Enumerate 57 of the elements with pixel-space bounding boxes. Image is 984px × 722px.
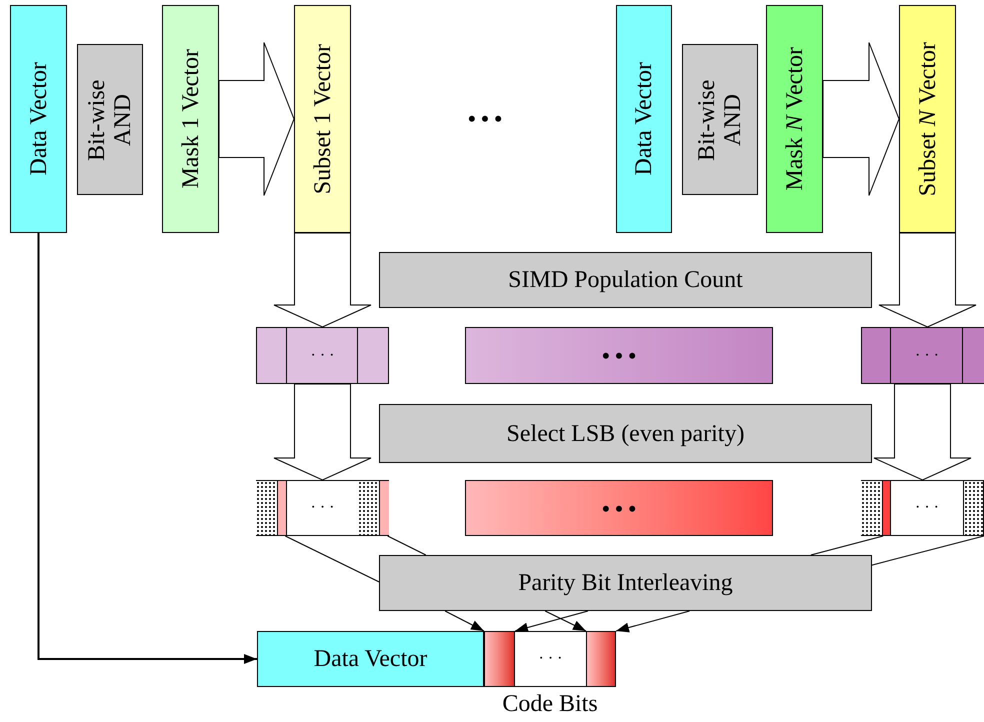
count-vector-bar <box>861 327 984 384</box>
box-label: Bit-wise AND <box>84 78 136 162</box>
operation-box <box>77 44 143 195</box>
count-vector-bar <box>256 327 389 384</box>
box-label: Data Vector <box>26 62 52 176</box>
box-label: Subset 1 Vector <box>310 44 336 194</box>
gradient-bar <box>465 480 773 536</box>
box-label: Select LSB (even parity) <box>506 420 744 448</box>
parity-vector-bar <box>256 480 389 536</box>
code-bit-cell <box>586 631 616 687</box>
connector-line <box>872 536 984 566</box>
arrow <box>444 610 484 632</box>
ellipsis: · · · <box>915 498 939 518</box>
arrow <box>514 610 589 632</box>
connector-line <box>810 536 884 556</box>
vector-box <box>294 5 351 233</box>
ellipsis: · · · <box>538 649 562 669</box>
ellipsis: • • • <box>602 342 636 370</box>
vector-box <box>766 5 823 233</box>
process-box <box>379 404 872 463</box>
ellipsis: · · · <box>310 498 334 518</box>
connector-line <box>387 536 426 556</box>
box-label: Data Vector <box>631 62 657 176</box>
caption: Code Bits <box>502 690 598 719</box>
gradient-bar <box>465 327 773 384</box>
box-label: Bit-wise AND <box>694 78 746 162</box>
ellipsis: • • • <box>602 494 636 522</box>
box-label: Subset N Vector <box>914 42 940 196</box>
box-label: SIMD Population Count <box>508 266 743 294</box>
box-label: Parity Bit Interleaving <box>518 569 733 597</box>
box-label: Mask 1 Vector <box>178 49 204 189</box>
ellipsis: · · · <box>310 346 334 366</box>
connector-line <box>284 536 380 582</box>
arrow <box>544 610 586 632</box>
block-arrow <box>274 232 372 328</box>
operation-box <box>682 44 758 195</box>
block-arrow <box>822 42 900 196</box>
process-box <box>379 252 872 308</box>
block-arrow <box>274 384 372 481</box>
box-label: Data Vector <box>314 645 428 673</box>
block-arrow <box>218 42 295 196</box>
ellipsis: · · · <box>915 346 939 366</box>
vector-cell <box>515 631 586 687</box>
process-box <box>379 555 872 611</box>
arrow <box>616 610 690 632</box>
vector-box <box>162 5 219 233</box>
vector-box <box>10 5 67 233</box>
block-arrow <box>878 232 976 328</box>
block-arrow <box>874 384 972 481</box>
box-label: Mask N Vector <box>782 47 808 191</box>
arrow <box>38 233 257 664</box>
vector-box <box>257 631 484 687</box>
parity-vector-bar <box>861 480 984 536</box>
vector-box <box>616 5 672 233</box>
vector-box <box>899 5 956 233</box>
ellipsis: • • • <box>468 104 502 132</box>
code-bit-cell <box>484 631 515 687</box>
